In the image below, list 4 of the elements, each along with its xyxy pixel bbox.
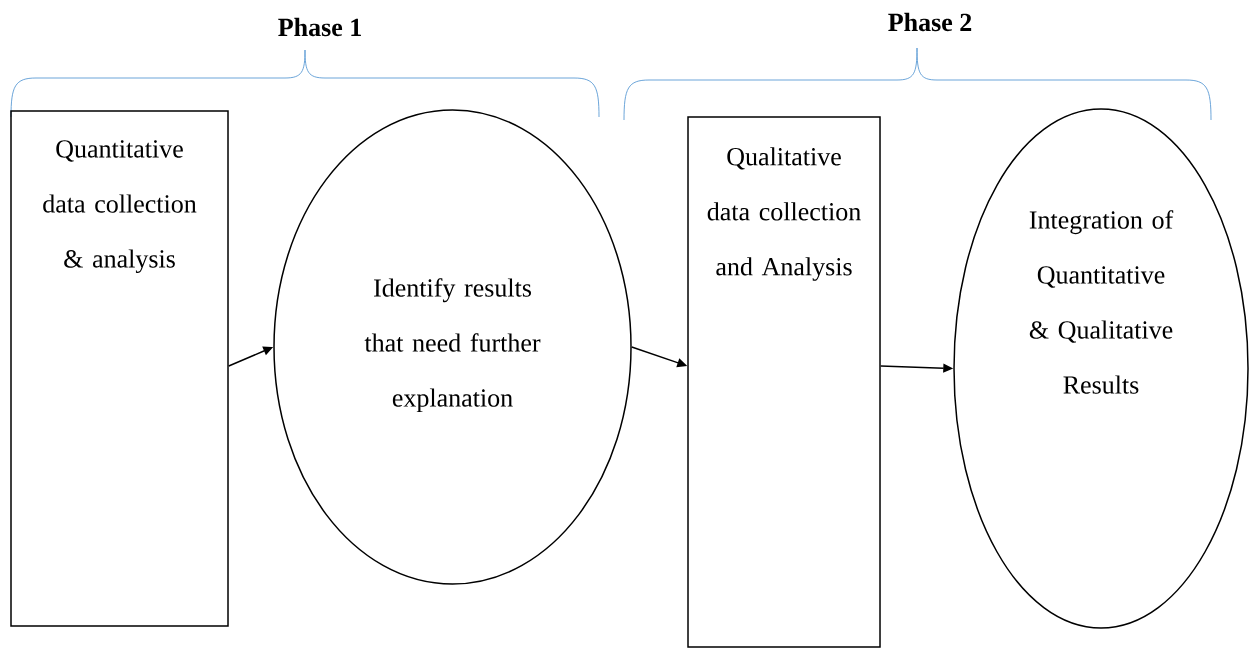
process-box: Qualitative data collection and Analysis (687, 116, 881, 648)
process-box: Quantitative data collection & analysis (10, 110, 229, 627)
phase-heading: Phase 2 (888, 12, 972, 32)
phase-heading: Phase 1 (278, 17, 361, 37)
